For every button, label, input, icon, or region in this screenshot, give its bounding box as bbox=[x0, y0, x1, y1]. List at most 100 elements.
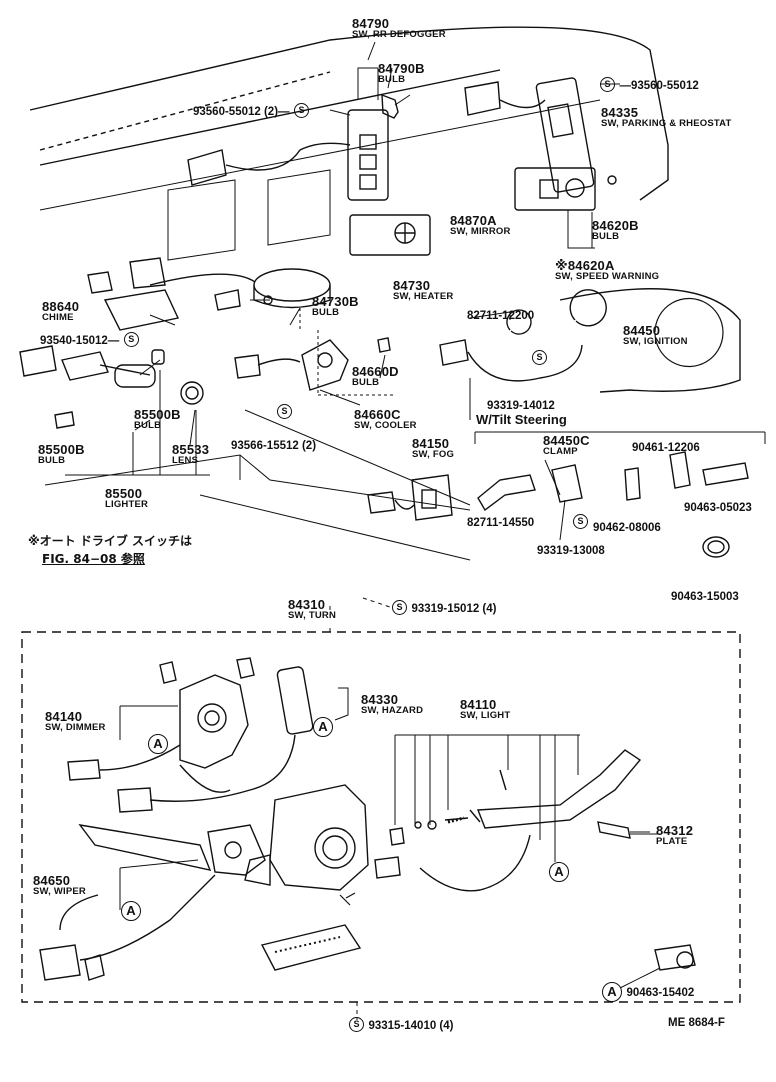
part-number: 90462-08006 bbox=[593, 522, 661, 534]
label-84620a: ※84620A SW, SPEED WARNING bbox=[555, 259, 659, 282]
label-85500b-lower: 85500B BULB bbox=[38, 443, 85, 466]
part-number: 88640 bbox=[42, 299, 80, 314]
s-callout-mark: S bbox=[573, 514, 588, 530]
part-number: 84650 bbox=[33, 873, 71, 888]
turn-switch-assembly-box bbox=[21, 631, 741, 1003]
s-callout-mark: S bbox=[277, 404, 292, 420]
part-number: 84310 bbox=[288, 597, 326, 612]
part-number: 84450C bbox=[543, 433, 590, 448]
s-callout-mark: S bbox=[392, 600, 407, 616]
label-84140: 84140 SW, DIMMER bbox=[45, 710, 106, 733]
label-84730: 84730 SW, HEATER bbox=[393, 279, 453, 302]
part-number: 84620B bbox=[592, 218, 639, 233]
label-93315: S 93315-14010 (4) bbox=[349, 1017, 454, 1033]
part-number: 85500B bbox=[134, 407, 181, 422]
label-84650: 84650 SW, WIPER bbox=[33, 874, 86, 897]
callout-a-hazard: A bbox=[313, 717, 333, 737]
label-84660c: 84660C SW, COOLER bbox=[354, 408, 417, 431]
label-93319-14012: S bbox=[532, 350, 547, 366]
s-callout-mark: S bbox=[349, 1017, 364, 1033]
part-description: BULB bbox=[378, 74, 406, 85]
label-84150: 84150 SW, FOG bbox=[412, 437, 454, 460]
a-callout-mark: A bbox=[313, 717, 333, 737]
tilt-steering-heading: W/Tilt Steering bbox=[476, 412, 567, 427]
part-number: ※84620A bbox=[555, 258, 615, 273]
part-number: 93540-15012— bbox=[40, 335, 120, 347]
gauge-cluster-outline bbox=[559, 288, 741, 393]
label-84450: 84450 SW, IGNITION bbox=[623, 324, 688, 347]
part-number: 85500 bbox=[105, 486, 143, 501]
part-description: BULB bbox=[312, 307, 340, 318]
label-82711-12200: 82711-12200 bbox=[467, 307, 534, 323]
label-82711-14550: 82711-14550 bbox=[467, 514, 534, 530]
part-number: 84450 bbox=[623, 323, 661, 338]
part-number: 82711-12200 bbox=[467, 310, 535, 322]
part-number: 84110 bbox=[460, 697, 497, 712]
s-callout-mark: S bbox=[532, 350, 547, 366]
part-number: 93560-55012 (2)— bbox=[193, 106, 290, 118]
label-93319-14012-num: 93319-14012 bbox=[487, 397, 555, 413]
label-93566-num: 93566-15512 (2) bbox=[231, 437, 316, 453]
part-description: SW, IGNITION bbox=[623, 336, 688, 347]
part-number: 84790B bbox=[378, 61, 425, 76]
part-description: CLAMP bbox=[543, 446, 578, 457]
part-number: 90463-15003 bbox=[671, 591, 739, 603]
part-number: 84660C bbox=[354, 407, 401, 422]
label-84330: 84330 SW, HAZARD bbox=[361, 693, 423, 716]
label-85500: 85500 LIGHTER bbox=[105, 487, 148, 510]
part-description: SW, WIPER bbox=[33, 886, 86, 897]
label-93319-13008-num: 93319-13008 bbox=[537, 542, 605, 558]
label-84312: 84312 PLATE bbox=[656, 824, 693, 847]
part-number: 84140 bbox=[45, 709, 83, 724]
part-description: SW, HAZARD bbox=[361, 705, 424, 716]
part-description: SW, LIGHT bbox=[460, 710, 511, 721]
part-number: 90463-05023 bbox=[684, 502, 752, 514]
part-number: 90461-12206 bbox=[632, 442, 700, 454]
label-90463-15003: 90463-15003 bbox=[671, 588, 739, 604]
label-93560-right: S —93560-55012 bbox=[600, 77, 699, 93]
part-number: 84730 bbox=[393, 278, 431, 293]
label-84790b: 84790B BULB bbox=[378, 62, 425, 85]
s-callout-mark: S bbox=[600, 77, 615, 93]
label-84335: 84335 SW, PARKING & RHEOSTAT bbox=[601, 106, 732, 129]
part-description: SW, COOLER bbox=[354, 420, 417, 431]
part-number: 84150 bbox=[412, 436, 450, 451]
figure-code: ME 8684-F bbox=[668, 1017, 725, 1029]
label-84620b: 84620B BULB bbox=[592, 219, 639, 242]
part-description: SW, HEATER bbox=[393, 291, 454, 302]
part-number: 93319-13008 bbox=[537, 545, 605, 557]
part-description: SW, MIRROR bbox=[450, 226, 511, 237]
label-90463-15402: A 90463-15402 bbox=[602, 982, 694, 1002]
part-description: CHIME bbox=[42, 312, 74, 323]
a-callout-mark: A bbox=[148, 734, 168, 754]
part-number: 84870A bbox=[450, 213, 497, 228]
a-callout-mark: A bbox=[602, 982, 622, 1002]
a-callout-mark: A bbox=[121, 901, 141, 921]
part-description: LENS bbox=[172, 455, 199, 466]
label-84310: 84310 SW, TURN bbox=[288, 598, 336, 621]
part-number: 93315-14010 (4) bbox=[368, 1020, 454, 1032]
part-number: —93560-55012 bbox=[619, 80, 699, 92]
part-number: 84335 bbox=[601, 105, 639, 120]
part-number: 85500B bbox=[38, 442, 85, 457]
note-line-1: ※オート ドライブ スイッチは bbox=[28, 534, 193, 548]
label-93540: 93540-15012— S bbox=[40, 332, 139, 348]
label-84110: 84110 SW, LIGHT bbox=[460, 698, 510, 721]
callout-a-wiper: A bbox=[121, 901, 141, 921]
s-callout-mark: S bbox=[123, 332, 139, 348]
part-description: LIGHTER bbox=[105, 499, 149, 510]
part-number: 84660D bbox=[352, 364, 399, 379]
label-93566-mark: S bbox=[277, 404, 292, 420]
label-93319-13008-mark: S bbox=[573, 514, 588, 530]
label-90463-05023: 90463-05023 bbox=[684, 499, 752, 515]
label-88640: 88640 CHIME bbox=[42, 300, 79, 323]
label-85500b-upper: 85500B BULB bbox=[134, 408, 181, 431]
part-description: SW, SPEED WARNING bbox=[555, 271, 660, 282]
part-description: SW, DIMMER bbox=[45, 722, 106, 733]
part-number: 84790 bbox=[352, 16, 390, 31]
part-number: 93566-15512 (2) bbox=[231, 440, 317, 452]
s-callout-mark: S bbox=[294, 103, 309, 119]
label-84730b: 84730B BULB bbox=[312, 295, 359, 318]
part-description: SW, PARKING & RHEOSTAT bbox=[601, 118, 732, 129]
